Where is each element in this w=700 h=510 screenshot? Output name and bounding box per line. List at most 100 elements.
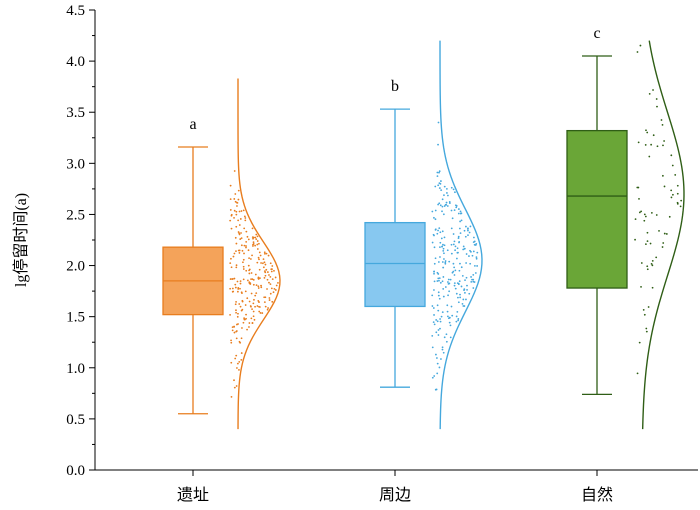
data-point [259, 277, 261, 280]
data-point [643, 219, 646, 222]
data-point [271, 278, 274, 281]
data-point [432, 307, 435, 309]
data-point [638, 211, 641, 214]
data-point [230, 266, 233, 269]
data-point [229, 184, 232, 187]
data-point [648, 155, 651, 158]
data-point [640, 262, 643, 264]
data-point [676, 201, 679, 204]
y-axis-label: lg停留时间(a) [12, 193, 30, 287]
data-point [445, 187, 448, 190]
data-point [274, 276, 277, 279]
data-point [431, 305, 434, 307]
data-point [230, 396, 233, 398]
data-point [234, 357, 237, 360]
data-point [229, 198, 232, 201]
data-point [665, 233, 668, 235]
data-point [244, 290, 247, 293]
data-point [271, 265, 274, 267]
y-tick-label: 2.0 [66, 259, 85, 275]
y-tick-label: 1.5 [66, 310, 85, 326]
data-point [437, 184, 440, 187]
data-point [238, 340, 241, 343]
data-point [443, 336, 446, 339]
data-point [448, 260, 451, 263]
data-point [230, 361, 233, 364]
data-point [431, 241, 434, 244]
data-point [231, 329, 234, 332]
data-point [255, 233, 258, 236]
data-point [464, 279, 466, 282]
data-point [646, 231, 649, 234]
data-point [457, 237, 460, 240]
data-point [457, 235, 460, 238]
data-point [229, 287, 232, 290]
data-point [462, 298, 465, 301]
data-point [235, 264, 238, 267]
y-tick-label: 1.0 [66, 361, 85, 377]
data-point [460, 212, 463, 215]
data-point [245, 230, 248, 233]
data-point [237, 198, 240, 201]
data-point [252, 245, 254, 247]
data-point [439, 246, 441, 249]
data-point [257, 300, 260, 302]
data-point [269, 292, 272, 295]
data-point [256, 248, 259, 250]
data-point [248, 257, 250, 260]
data-point [456, 251, 459, 254]
data-point [260, 284, 262, 287]
data-point [263, 261, 266, 264]
data-point [235, 311, 237, 314]
data-point [670, 189, 673, 192]
data-point [252, 243, 254, 246]
data-point [236, 315, 239, 318]
data-point [450, 227, 453, 230]
data-point [655, 256, 658, 259]
data-point [459, 262, 461, 265]
x-category-label: 自然 [581, 485, 613, 504]
data-point [656, 105, 658, 108]
data-point [251, 322, 254, 325]
data-point [433, 375, 436, 377]
data-point [242, 265, 245, 268]
data-point [248, 272, 251, 275]
data-point [651, 286, 654, 289]
data-point [661, 174, 664, 177]
data-point [239, 305, 242, 308]
data-point [456, 311, 459, 313]
data-point [432, 233, 435, 236]
data-point [431, 294, 434, 297]
data-point [262, 266, 265, 269]
data-point [446, 192, 448, 194]
data-point [251, 308, 253, 310]
data-point [439, 241, 442, 244]
data-point [268, 297, 271, 299]
data-point [671, 164, 674, 167]
data-point [433, 289, 435, 291]
data-point [438, 277, 441, 280]
data-point [444, 286, 447, 288]
data-point [672, 193, 674, 196]
data-point [232, 255, 235, 258]
data-point [236, 205, 238, 207]
data-point [465, 276, 468, 279]
data-point [644, 144, 647, 146]
data-point [642, 308, 645, 311]
data-point [441, 205, 444, 208]
data-point [248, 300, 251, 303]
data-point [258, 251, 261, 254]
data-point [443, 244, 446, 247]
data-point [245, 240, 248, 243]
data-point [441, 348, 444, 351]
data-point [650, 212, 653, 214]
data-point [256, 243, 259, 246]
data-point [432, 321, 435, 324]
data-point [473, 243, 476, 246]
data-point [442, 213, 445, 216]
data-point [433, 246, 436, 249]
data-point [237, 312, 239, 315]
data-point [448, 316, 451, 319]
data-point [233, 252, 236, 255]
